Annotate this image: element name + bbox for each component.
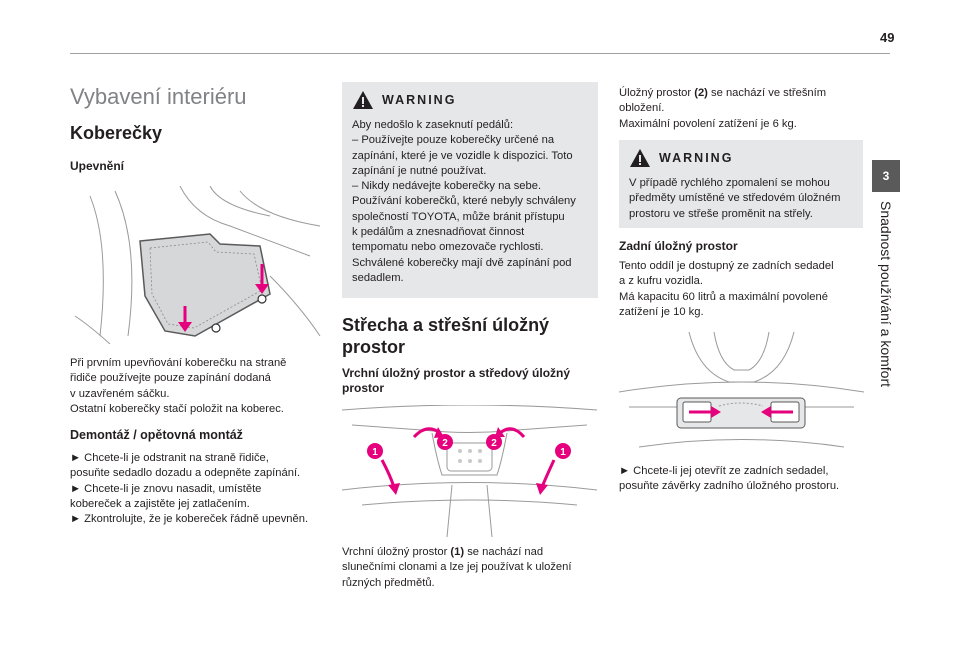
chapter-side-label: Snadnost používání a komfort bbox=[872, 193, 900, 443]
text-line: ► Zkontrolujte, že je kobereček řádně up… bbox=[70, 513, 309, 526]
text-line: Má kapacitu 60 litrů a maximální povolen… bbox=[619, 290, 828, 303]
text-line: Ostatní koberečky stačí položit na kober… bbox=[70, 402, 284, 415]
rear-storage-open-paragraph: ► Chcete-li jej otevřít ze zadních sedad… bbox=[619, 464, 864, 495]
removal-paragraph: ► Chcete-li je odstranit na straně řidič… bbox=[70, 451, 335, 527]
rear-storage-paragraph: Tento oddíl je dostupný ze zadních sedad… bbox=[619, 259, 864, 320]
section-title: Vybavení interiéru bbox=[70, 84, 247, 109]
callout-1-right: 1 bbox=[560, 447, 566, 458]
roof-storage-paragraph: Úložný prostor (2) se nachází ve střešní… bbox=[619, 86, 864, 132]
warning-icon bbox=[630, 149, 650, 167]
floor-mats-title: Koberečky bbox=[70, 123, 163, 143]
text-line: slunečními clonami a lze jej používat k … bbox=[342, 561, 572, 574]
title-line: Střecha a střešní úložný bbox=[342, 315, 550, 335]
page-number: 49 bbox=[880, 30, 895, 45]
roof-storage-illustration: 1 1 2 2 bbox=[342, 405, 597, 537]
callout-2-left: 2 bbox=[442, 438, 448, 449]
text-line: sedadlem. bbox=[352, 271, 404, 284]
text-line: V případě rychlého zpomalení se mohou bbox=[629, 177, 830, 189]
roof-storage-title: Střecha a střešní úložný prostor bbox=[342, 314, 602, 358]
text-line: Schválené koberečky mají dvě zapínání po… bbox=[352, 256, 572, 269]
text-line: Maximální povolení zatížení je 6 kg. bbox=[619, 117, 797, 130]
text-line: – Nikdy nedávejte koberečky na sebe. bbox=[352, 180, 542, 193]
text-line: tempomatu nebo omezovače rychlosti. bbox=[352, 241, 544, 254]
text-line: v uzavřeném sáčku. bbox=[70, 387, 170, 400]
floor-mat-warning-box: WARNING Aby nedošlo k zaseknutí pedálů: … bbox=[342, 82, 598, 298]
text-line: ► Chcete-li je odstranit na straně řidič… bbox=[70, 452, 269, 464]
text-line: Při prvním upevňování koberečku na stran… bbox=[70, 357, 287, 369]
callout-1-left: 1 bbox=[372, 447, 378, 458]
upper-storage-heading: Vrchní úložný prostor a středový úložný … bbox=[342, 366, 602, 396]
header-rule bbox=[70, 53, 890, 54]
title-line: prostor bbox=[342, 337, 405, 357]
text-line: Úložný prostor (2) se nachází ve střešní… bbox=[619, 86, 864, 101]
text-line: posuňte závěrky zadního úložného prostor… bbox=[619, 480, 840, 493]
text-line: zapínání je nutné používat. bbox=[352, 164, 487, 177]
text-line: Tento oddíl je dostupný ze zadních sedad… bbox=[619, 260, 834, 272]
callout-2-right: 2 bbox=[491, 438, 497, 449]
text-line: řidiče používejte pouze zapínání dodaná bbox=[70, 372, 271, 385]
warning-title: WARNING bbox=[659, 151, 734, 165]
text-line: zatížení je 10 kg. bbox=[619, 305, 704, 318]
text-line: ► Chcete-li jej otevřít ze zadních sedad… bbox=[619, 465, 829, 477]
text-line: ► Chcete-li je znovu nasadit, umístěte bbox=[70, 482, 262, 495]
rear-storage-heading: Zadní úložný prostor bbox=[619, 239, 738, 253]
text-run: se nachází nad bbox=[464, 546, 544, 558]
text-line: předměty umístěné ve středovém úložném bbox=[629, 192, 841, 205]
heading-line: Vrchní úložný prostor a středový úložný bbox=[342, 366, 571, 380]
text-run: Úložný prostor bbox=[619, 87, 695, 99]
text-line: prostoru ve střeše proměnit na střely. bbox=[629, 207, 813, 220]
warning-title: WARNING bbox=[382, 93, 457, 107]
text-line: a z kufru vozidla. bbox=[619, 275, 703, 288]
text-run: se nachází ve střešním bbox=[707, 87, 827, 99]
text-run: Vrchní úložný prostor bbox=[342, 546, 451, 558]
fitting-heading: Upevnění bbox=[70, 159, 125, 173]
removal-heading: Demontáž / opětovná montáž bbox=[70, 428, 243, 442]
heading-line: prostor bbox=[342, 381, 384, 395]
text-line: Aby nedošlo k zaseknutí pedálů: bbox=[352, 119, 514, 131]
chapter-title: Snadnost používání a komfort bbox=[878, 201, 894, 387]
text-line: posuňte sedadlo dozadu a odepněte zapíná… bbox=[70, 467, 301, 480]
upper-storage-caption: Vrchní úložný prostor (1) se nachází nad… bbox=[342, 545, 602, 591]
text-line: Používání koberečků, které nebyly schvál… bbox=[352, 195, 576, 208]
storage-ref-2: (2) bbox=[694, 87, 708, 99]
rear-storage-illustration bbox=[619, 332, 864, 454]
text-line: obložení. bbox=[619, 102, 665, 115]
chapter-number-tab: 3 bbox=[872, 160, 900, 192]
text-line: různých předmětů. bbox=[342, 576, 435, 589]
fitting-paragraph: Při prvním upevňování koberečku na stran… bbox=[70, 356, 330, 417]
floor-mat-illustration bbox=[70, 186, 325, 344]
text-line: kobereček a zajistěte jej zatlačením. bbox=[70, 497, 250, 510]
text-line: – Používejte pouze koberečky určené na bbox=[352, 134, 555, 147]
text-line: společností TOYOTA, může bránit přístupu bbox=[352, 210, 565, 223]
text-line: zapínání, které je ve vozidle k dispozic… bbox=[352, 149, 573, 162]
roof-storage-warning-box: WARNING V případě rychlého zpomalení se … bbox=[619, 140, 863, 228]
text-line: k pedálům a znesnadňovat činnost bbox=[352, 226, 525, 239]
text-line: Vrchní úložný prostor (1) se nachází nad bbox=[342, 545, 602, 560]
storage-ref-1: (1) bbox=[450, 546, 465, 558]
warning-icon bbox=[353, 91, 373, 109]
